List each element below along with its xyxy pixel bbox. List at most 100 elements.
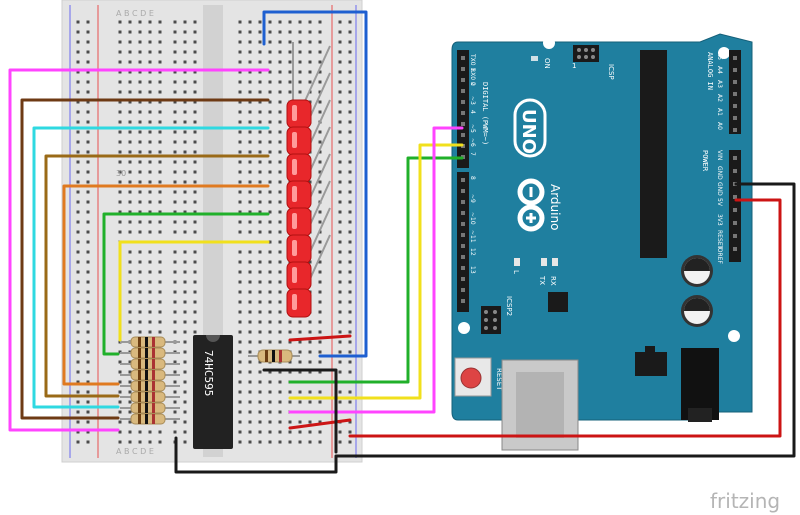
breadboard-hole [118, 440, 122, 444]
breadboard-hole [183, 260, 187, 264]
breadboard-hole [278, 270, 282, 274]
breadboard-hole [118, 410, 122, 414]
breadboard-hole [268, 250, 272, 254]
breadboard-hole [128, 70, 132, 74]
breadboard-hole [148, 30, 152, 34]
breadboard-hole [288, 370, 292, 374]
breadboard-hole [193, 280, 197, 284]
breadboard-hole [338, 390, 342, 394]
breadboard-hole [238, 360, 242, 364]
breadboard-hole [158, 170, 162, 174]
breadboard-hole [238, 210, 242, 214]
header-pin [461, 266, 465, 270]
breadboard-hole [278, 190, 282, 194]
breadboard-hole [318, 160, 322, 164]
breadboard-hole [158, 110, 162, 114]
breadboard-hole [318, 20, 322, 24]
breadboard-hole [76, 310, 80, 314]
breadboard-hole [76, 170, 80, 174]
breadboard-hole [318, 430, 322, 434]
ochre-wire [44, 154, 270, 398]
magenta-wire [8, 68, 270, 432]
breadboard-hole [318, 40, 322, 44]
breadboard-hole [128, 130, 132, 134]
breadboard-hole [248, 260, 252, 264]
breadboard-hole [148, 250, 152, 254]
green-wire [102, 212, 270, 356]
header-pin [461, 222, 465, 226]
breadboard-hole [173, 150, 177, 154]
breadboard-hole [348, 440, 352, 444]
header-pin [461, 67, 465, 71]
tx-led [541, 258, 547, 266]
digital-pin-label: RX0 0 [469, 68, 476, 86]
digital-header-high [457, 50, 469, 168]
breadboard-hole [338, 40, 342, 44]
breadboard-hole [278, 70, 282, 74]
breadboard-hole [128, 270, 132, 274]
breadboard-hole [308, 350, 312, 354]
breadboard-hole [248, 370, 252, 374]
breadboard-hole [86, 440, 90, 444]
breadboard-hole [258, 280, 262, 284]
breadboard-hole [248, 170, 252, 174]
red-led [286, 207, 312, 237]
breadboard-hole [268, 410, 272, 414]
breadboard-hole [348, 430, 352, 434]
breadboard-hole [173, 90, 177, 94]
breadboard-hole [238, 150, 242, 154]
breadboard-hole [248, 130, 252, 134]
breadboard-hole [118, 60, 122, 64]
breadboard-hole [338, 120, 342, 124]
resistor [248, 349, 300, 363]
breadboard-hole [86, 330, 90, 334]
breadboard-hole [308, 70, 312, 74]
analog-pin-label: A0 [716, 122, 723, 130]
breadboard-hole [318, 310, 322, 314]
breadboard-hole [76, 200, 80, 204]
breadboard-hole [298, 370, 302, 374]
breadboard-hole [338, 150, 342, 154]
header-pin [461, 78, 465, 82]
breadboard-hole [86, 340, 90, 344]
breadboard-hole [183, 380, 187, 384]
breadboard-hole [173, 120, 177, 124]
breadboard-hole [148, 60, 152, 64]
breadboard-hole [348, 150, 352, 154]
breadboard-hole [238, 220, 242, 224]
breadboard-hole [183, 390, 187, 394]
breadboard-hole [318, 260, 322, 264]
breadboard-hole [258, 300, 262, 304]
breadboard-hole [268, 210, 272, 214]
digital-pin-label: ~10 [469, 212, 476, 225]
reset-button-cap[interactable] [460, 367, 482, 389]
breadboard-hole [348, 270, 352, 274]
breadboard-hole [338, 300, 342, 304]
breadboard-hole [268, 170, 272, 174]
analog-pin-label: A5 [716, 52, 723, 60]
breadboard-hole [278, 180, 282, 184]
header-pin [733, 208, 737, 212]
breadboard-hole [118, 360, 122, 364]
breadboard-hole [238, 440, 242, 444]
breadboard-hole [138, 260, 142, 264]
breadboard-hole [158, 70, 162, 74]
breadboard-hole [118, 190, 122, 194]
resistor [130, 402, 166, 414]
breadboard-hole [318, 440, 322, 444]
breadboard-hole [138, 100, 142, 104]
digital-pin-label: TX0 1 [469, 53, 476, 72]
breadboard-hole [148, 130, 152, 134]
breadboard-hole [268, 390, 272, 394]
breadboard-hole [138, 320, 142, 324]
breadboard-hole [138, 430, 142, 434]
breadboard-hole [268, 330, 272, 334]
header-pin [461, 56, 465, 60]
breadboard-hole [348, 220, 352, 224]
breadboard-hole [318, 70, 322, 74]
breadboard-hole [128, 40, 132, 44]
breadboard-hole [278, 430, 282, 434]
breadboard-hole [173, 250, 177, 254]
breadboard-hole [138, 330, 142, 334]
breadboard-hole [173, 380, 177, 384]
